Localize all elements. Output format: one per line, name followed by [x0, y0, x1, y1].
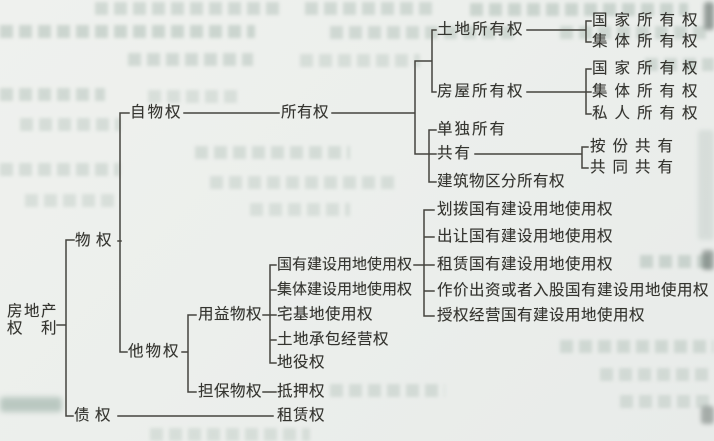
node-siren-suoyouquan: 私人所有权: [592, 105, 705, 122]
node-churang-guoyou-jianshe: 出让国有建设用地使用权: [437, 228, 614, 245]
node-gongyou: 共有: [437, 145, 473, 162]
node-jianzhuwu-qufen-suoyouquan: 建筑物区分所有权: [437, 173, 566, 190]
node-diyaquan: 抵押权: [277, 383, 326, 400]
node-tudi-chengbao-jingyingquan: 土地承包经营权: [277, 331, 390, 348]
node-huabo-guoyou-jianshe: 划拨国有建设用地使用权: [437, 201, 614, 218]
node-ziwuquan: 自物权: [130, 104, 183, 121]
node-fangwu-suoyouquan: 房屋所有权: [437, 83, 525, 100]
node-jiti-jianshe-yongdi-shiyongquan: 集体建设用地使用权: [277, 282, 413, 298]
node-zhaijidi-shiyongquan: 宅基地使用权: [277, 306, 374, 323]
node-guoyou-jianshe-yongdi-shiyongquan: 国有建设用地使用权: [277, 257, 413, 273]
node-guojia-suoyouquan-1: 国家所有权: [592, 12, 705, 29]
node-zulin-guoyou-jianshe: 租赁国有建设用地使用权: [437, 256, 614, 273]
node-gongtong-gongyou: 共同共有: [590, 159, 681, 176]
node-jiti-suoyouquan-1: 集体所有权: [592, 33, 705, 50]
node-shouquan-jingying: 授权经营国有建设用地使用权: [437, 307, 646, 324]
node-diyiquan: 地役权: [277, 354, 326, 371]
node-dandu-suoyou: 单独所有: [437, 121, 508, 138]
node-guojia-suoyouquan-2: 国家所有权: [592, 60, 705, 77]
node-zuojia-chuzi-rugu: 作价出资或者入股国有建设用地使用权: [437, 282, 710, 299]
node-tudi-suoyouquan: 土地所有权: [437, 21, 525, 38]
node-zulinquan: 租赁权: [277, 407, 326, 424]
node-yongyi-wuquan: 用益物权: [198, 306, 263, 323]
node-zhaiquan: 债权: [74, 407, 117, 424]
node-danbao-wuquan: 担保物权: [198, 383, 263, 400]
node-suoyouquan: 所有权: [281, 104, 330, 121]
node-jiti-suoyouquan-2: 集体所有权: [592, 83, 705, 100]
node-fangdichan-quanli: 房地产权利: [7, 303, 57, 337]
node-anfen-gongyou: 按份共有: [590, 138, 681, 155]
node-tawuquan: 他物权: [128, 343, 181, 360]
node-wuquan: 物权: [75, 232, 118, 249]
